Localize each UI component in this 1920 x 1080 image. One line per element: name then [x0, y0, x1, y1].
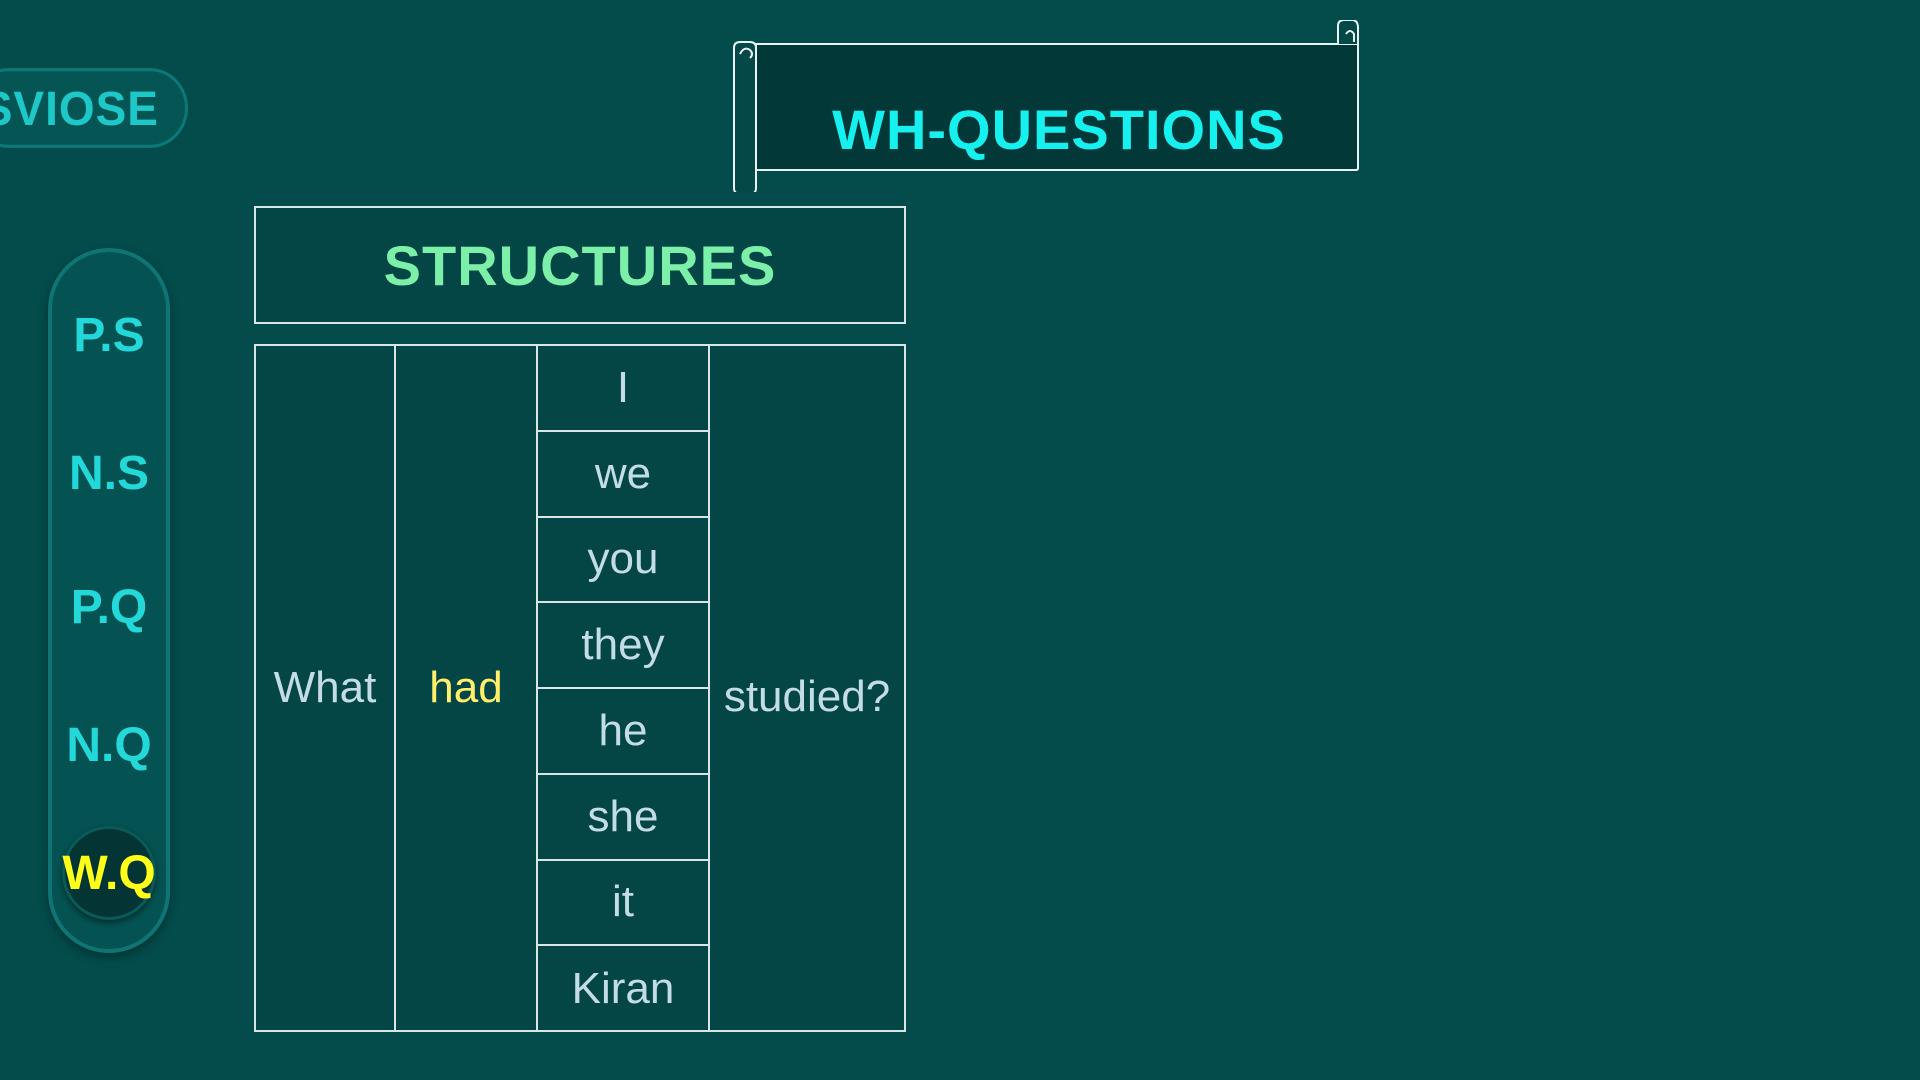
title-banner: WH-QUESTIONS — [730, 20, 1360, 192]
subjects-column: I we you they he she it Kiran — [538, 346, 710, 1030]
brand-logo-pill: SVIOSE — [0, 68, 188, 148]
nav-item-nq[interactable]: N.Q — [66, 718, 152, 772]
verb-cell: studied? — [723, 672, 891, 721]
nav-item-ps[interactable]: P.S — [73, 308, 145, 362]
wh-word-cell: What — [256, 346, 396, 1030]
nav-item-ns[interactable]: N.S — [68, 446, 149, 500]
subject-cell: he — [538, 689, 708, 775]
subject-cell: Kiran — [571, 964, 675, 1014]
lesson-nav: P.S N.S P.Q N.Q W.Q — [48, 248, 170, 953]
subject-cell: she — [538, 775, 708, 861]
subject-cell: we — [538, 432, 708, 518]
nav-item-wq[interactable]: W.Q — [62, 826, 156, 920]
nav-item-pq[interactable]: P.Q — [70, 580, 148, 634]
subject-cell: you — [538, 518, 708, 604]
structures-title: STRUCTURES — [383, 233, 777, 297]
subject-cell: they — [538, 603, 708, 689]
subject-cell: I — [538, 346, 708, 432]
brand-label: SVIOSE — [0, 80, 159, 136]
structure-table: What had I we you they he she it Kiran s… — [254, 344, 906, 1032]
subject-cell: it — [538, 861, 708, 947]
page-title: WH-QUESTIONS — [832, 97, 1286, 161]
structures-header: STRUCTURES — [254, 206, 906, 324]
scroll-banner-icon — [733, 20, 1359, 192]
auxiliary-cell: had — [396, 346, 538, 1030]
